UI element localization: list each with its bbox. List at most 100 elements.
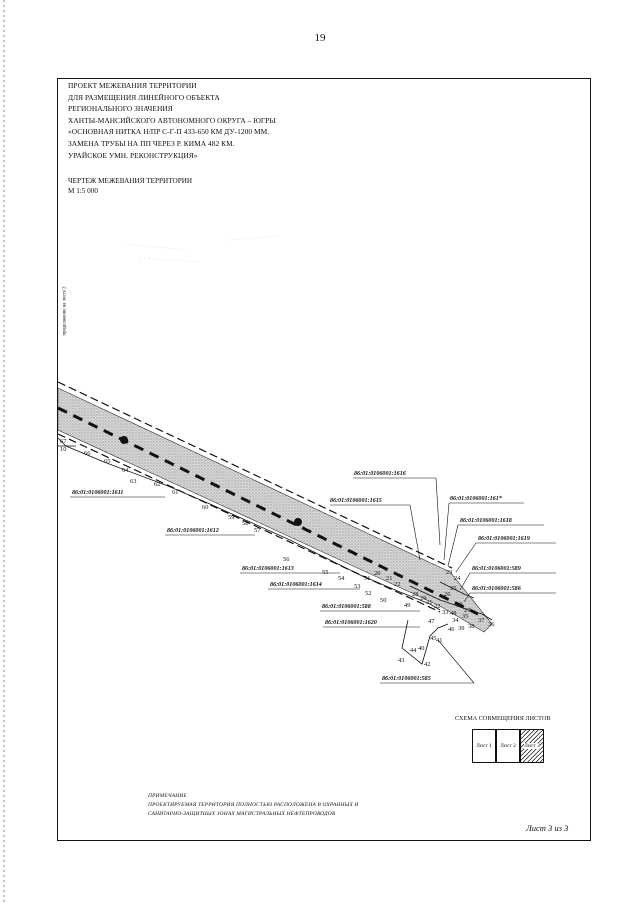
point-label: 66	[84, 450, 90, 457]
point-label: 57	[254, 527, 261, 534]
cadastral-label: 86:01:0106001:1616	[354, 471, 407, 477]
point-label: 10	[60, 446, 66, 453]
point-label: 47	[428, 618, 435, 625]
point-label: 43	[398, 657, 404, 664]
title-line: РЕГИОНАЛЬНОГО ЗНАЧЕНИЯ	[68, 104, 173, 114]
sheet-number-label: Лист 3 из 3	[526, 823, 569, 833]
page-number: 19	[314, 32, 326, 44]
point-label: 45	[430, 635, 436, 642]
title-line: ДЛЯ РАЗМЕЩЕНИЯ ЛИНЕЙНОГО ОБЪЕКТА	[68, 92, 220, 102]
point-label: 41	[436, 637, 442, 644]
note-line: САНИТАРНО-ЗАЩИТНЫХ ЗОНАХ МАГИСТРАЛЬНЫХ Н…	[148, 811, 336, 817]
point-label: 28	[412, 591, 418, 598]
drawing-title-block: ЧЕРТЕЖ МЕЖЕВАНИЯ ТЕРРИТОРИИ М 1:5 000	[68, 176, 192, 196]
point-label: 39	[458, 625, 464, 632]
scale-label: М 1:5 000	[68, 187, 98, 195]
point-label: 36	[488, 621, 494, 628]
sheet-scheme: Лист 1 Лист 2 Лист 3	[472, 729, 546, 763]
boundary-line-lower	[57, 433, 441, 613]
point-label: 40	[418, 645, 424, 652]
pipeline-axis	[57, 406, 479, 616]
point-label: 48	[450, 610, 456, 617]
cadastral-label: 86:01:0106001:1615	[330, 498, 382, 504]
sheet-scheme-title: СХЕМА СОВМЕЩЕНИЯ ЛИСТОВ	[455, 715, 551, 722]
cadastral-label: 86:01:0106001:1611	[72, 490, 123, 496]
sheet-cell: Лист 2	[496, 729, 520, 763]
marker-point	[120, 436, 128, 444]
cadastral-label: 86:01:0106001:1620	[325, 620, 377, 626]
point-label: 30	[456, 601, 462, 608]
point-label: 46	[448, 626, 454, 633]
scan-noise	[124, 235, 281, 263]
point-label: 62	[154, 481, 160, 488]
title-line: ЗАМЕНА ТРУБЫ НА ПП ЧЕРЕЗ Р. КИМА 482 КМ.	[68, 138, 235, 148]
sheet-cell-label: Лист 1	[476, 743, 492, 749]
scan-edge	[3, 0, 5, 905]
point-label: 67	[60, 438, 67, 445]
point-label: 38	[468, 623, 474, 630]
point-label: 51	[364, 575, 370, 582]
point-label: 53	[354, 583, 360, 590]
marker-point	[294, 518, 302, 526]
drawing-frame	[57, 78, 591, 841]
title-block: ПРОЕКТ МЕЖЕВАНИЯ ТЕРРИТОРИИ ДЛЯ РАЗМЕЩЕН…	[68, 80, 276, 161]
point-label: 20	[374, 570, 380, 577]
title-line: УРАЙСКОЕ УМН. РЕКОНСТРУКЦИЯ»	[68, 150, 198, 160]
point-label: 52	[365, 590, 371, 597]
point-label: 37	[478, 617, 485, 624]
point-label: 23	[446, 569, 452, 576]
cadastral-label: 86:01:0106001:588	[322, 604, 371, 610]
cadastral-label: 86:01:0106001:1614	[270, 582, 322, 588]
leader-lines	[70, 477, 556, 684]
point-label: 61	[172, 489, 178, 496]
point-label: 31	[426, 599, 432, 606]
point-numbers: 67 10 66 65 64 63 62 61 60 59 58 57 56 5…	[60, 438, 494, 668]
title-line: ПРОЕКТ МЕЖЕВАНИЯ ТЕРРИТОРИИ	[68, 81, 197, 90]
point-label: 63	[130, 478, 136, 485]
sheet-cell: Лист 1	[472, 729, 496, 763]
point-label: 60	[202, 504, 208, 511]
point-label: 56	[283, 556, 289, 563]
cadastral-label: 86:01:0106001:589	[472, 566, 521, 572]
boundary-line-upper	[57, 381, 453, 569]
point-label: 33	[442, 609, 448, 616]
point-label: 58	[242, 520, 248, 527]
point-label: 64	[122, 467, 129, 474]
cadastral-label: 86:01:0106001:1613	[242, 566, 294, 572]
note-heading: ПРИМЕЧАНИЕ	[148, 793, 187, 799]
point-label: 29	[420, 595, 426, 602]
point-label: 54	[338, 575, 345, 582]
point-label: 42	[424, 661, 430, 668]
point-label: 27	[464, 607, 471, 614]
cadastral-label: 86:01:0106001:1612	[167, 528, 219, 534]
point-label: 25	[450, 585, 456, 592]
cadastral-label: 86:01:0106001:586	[472, 586, 522, 592]
cadastral-label: 86:01:0106001:585	[382, 676, 431, 682]
cadastral-label: 86:01:0106001:1618	[460, 518, 512, 524]
point-label: 65	[104, 458, 110, 465]
point-label: 22	[394, 581, 400, 588]
sheet-cell-label: Лист 3	[524, 743, 540, 749]
cadastral-label: 86:01:0106001:1619	[478, 536, 530, 542]
sheet-cell-current: Лист 3	[520, 729, 544, 763]
sheet-cell-label: Лист 2	[500, 743, 516, 749]
title-line: «ОСНОВНАЯ НИТКА Н/ПР С-Г-П 433-650 КМ ДУ…	[68, 127, 270, 137]
point-label: 35	[462, 613, 468, 620]
parcel-lines	[57, 437, 493, 665]
point-label: 24	[454, 575, 461, 582]
point-label: 32	[434, 603, 440, 610]
point-label: 34	[452, 617, 459, 624]
point-label: 50	[380, 597, 386, 604]
title-line: ХАНТЫ-МАНСИЙСКОГО АВТОНОМНОГО ОКРУГА – Ю…	[68, 115, 276, 125]
note-line: ПРОЕКТИРУЕМАЯ ТЕРРИТОРИЯ ПОЛНОСТЬЮ РАСПО…	[148, 802, 359, 808]
drawing-title: ЧЕРТЕЖ МЕЖЕВАНИЯ ТЕРРИТОРИИ	[68, 177, 193, 185]
point-label: 49	[404, 602, 410, 609]
point-label: 44	[410, 647, 417, 654]
point-label: 21	[386, 575, 392, 582]
right-of-way-corridor	[57, 387, 493, 633]
note-block: ПРИМЕЧАНИЕ ПРОЕКТИРУЕМАЯ ТЕРРИТОРИЯ ПОЛН…	[148, 792, 359, 819]
point-label: 55	[322, 569, 328, 576]
cadastral-label: 86:01:0106001:161*	[450, 495, 503, 502]
point-label: 26	[444, 591, 450, 598]
point-label: 59	[228, 514, 234, 521]
